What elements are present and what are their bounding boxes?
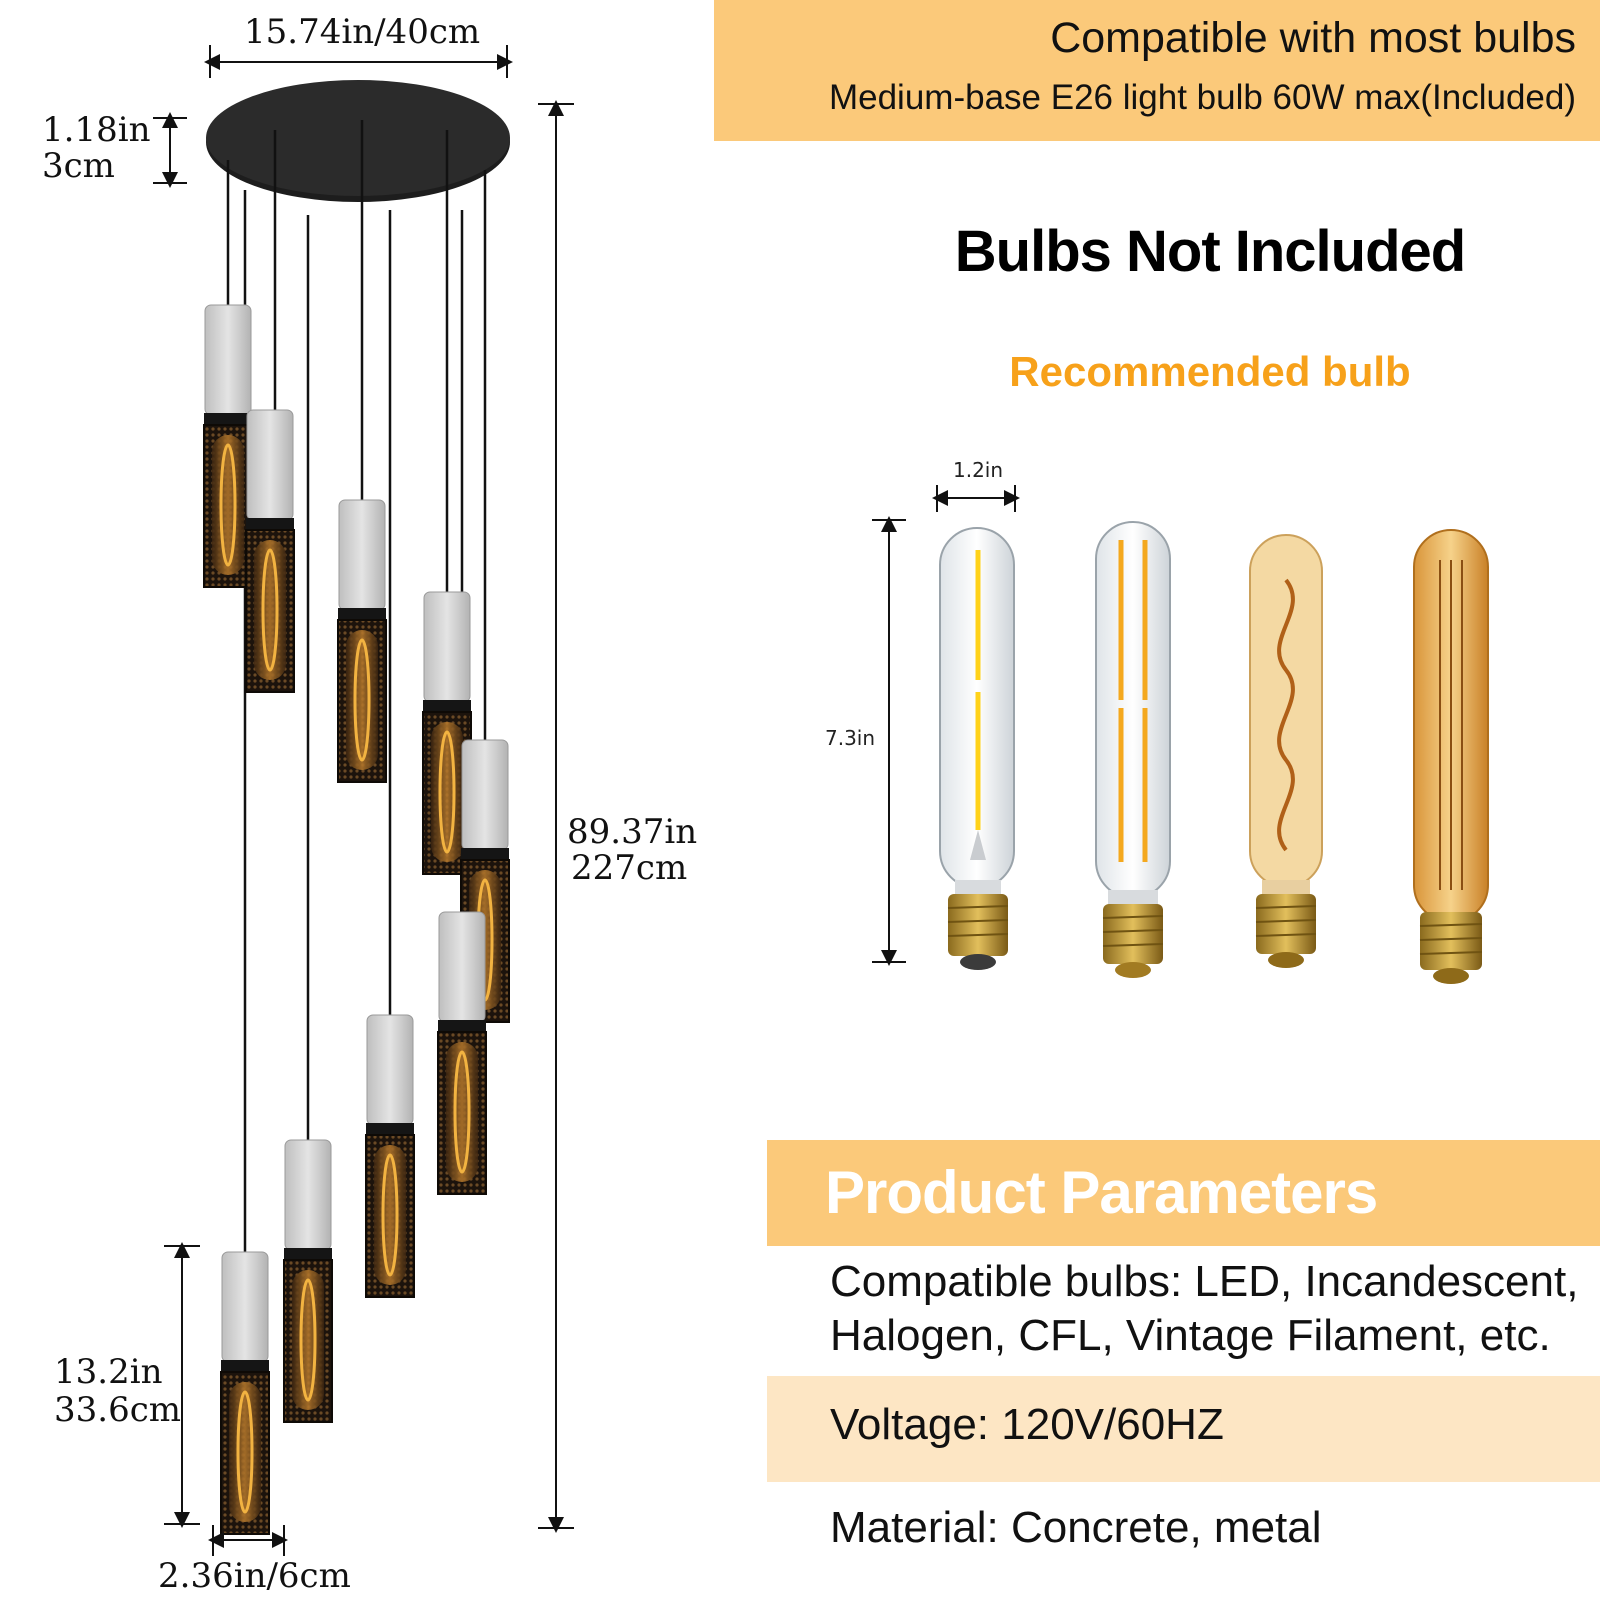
param-voltage: Voltage: 120V/60HZ [830, 1400, 1224, 1449]
banner-title: Compatible with most bulbs [1050, 14, 1576, 62]
canopy-width-dimension [204, 45, 513, 78]
bulb-amber-spiral [1249, 534, 1323, 968]
canopy-height-in-label: 1.18in [42, 110, 151, 150]
bulb-width-label: 1.2in [953, 458, 1004, 482]
pendant-shade [437, 911, 487, 1195]
param-compatible-bulbs: Compatible bulbs: LED, Incandescent, Hal… [830, 1255, 1578, 1363]
shade-height-dimension [164, 1242, 200, 1528]
param-material: Material: Concrete, metal [830, 1503, 1322, 1552]
total-height-in-label: 89.37in [567, 812, 698, 852]
compatibility-banner: Compatible with most bulbs Medium-base E… [714, 0, 1600, 141]
total-height-dimension [538, 100, 574, 1533]
canopy-height-dimension [153, 112, 187, 188]
pendant-shade [203, 304, 253, 588]
banner-subtitle: Medium-base E26 light bulb 60W max(Inclu… [828, 78, 1576, 117]
shade-height-cm-label: 33.6cm [54, 1390, 181, 1430]
canopy [206, 80, 510, 202]
pendant-shades [203, 304, 510, 1535]
total-height-cm-label: 227cm [571, 848, 688, 888]
pendant-shade [337, 499, 387, 783]
param-compatible-line2: Halogen, CFL, Vintage Filament, etc. [830, 1311, 1551, 1360]
bulb-clear-led-tube [939, 527, 1015, 970]
bulbs-not-included-heading: Bulbs Not Included [954, 219, 1466, 284]
pendant-shade [220, 1251, 270, 1535]
param-compatible-line1: Compatible bulbs: LED, Incandescent, [830, 1257, 1579, 1306]
bulb-height-dimension [872, 516, 906, 966]
product-parameters-title: Product Parameters [825, 1159, 1378, 1226]
pendant-shade [245, 409, 295, 693]
pendant-shade [283, 1139, 333, 1423]
product-parameters-banner: Product Parameters [767, 1140, 1600, 1246]
recommended-bulb-heading: Recommended bulb [1009, 348, 1411, 395]
canopy-width-label: 15.74in/40cm [244, 12, 481, 52]
bulb-amber-vintage [1413, 529, 1489, 984]
bulb-width-dimension [932, 485, 1020, 512]
shade-width-dimension [208, 1525, 288, 1556]
bulb-clear-led-dual [1095, 521, 1171, 978]
shade-height-in-label: 13.2in [54, 1352, 163, 1392]
bulb-height-label: 7.3in [825, 726, 876, 750]
pendant-shade [365, 1014, 415, 1298]
canopy-height-cm-label: 3cm [42, 146, 115, 186]
voltage-band [767, 1376, 1600, 1482]
shade-width-label: 2.36in/6cm [158, 1556, 351, 1596]
